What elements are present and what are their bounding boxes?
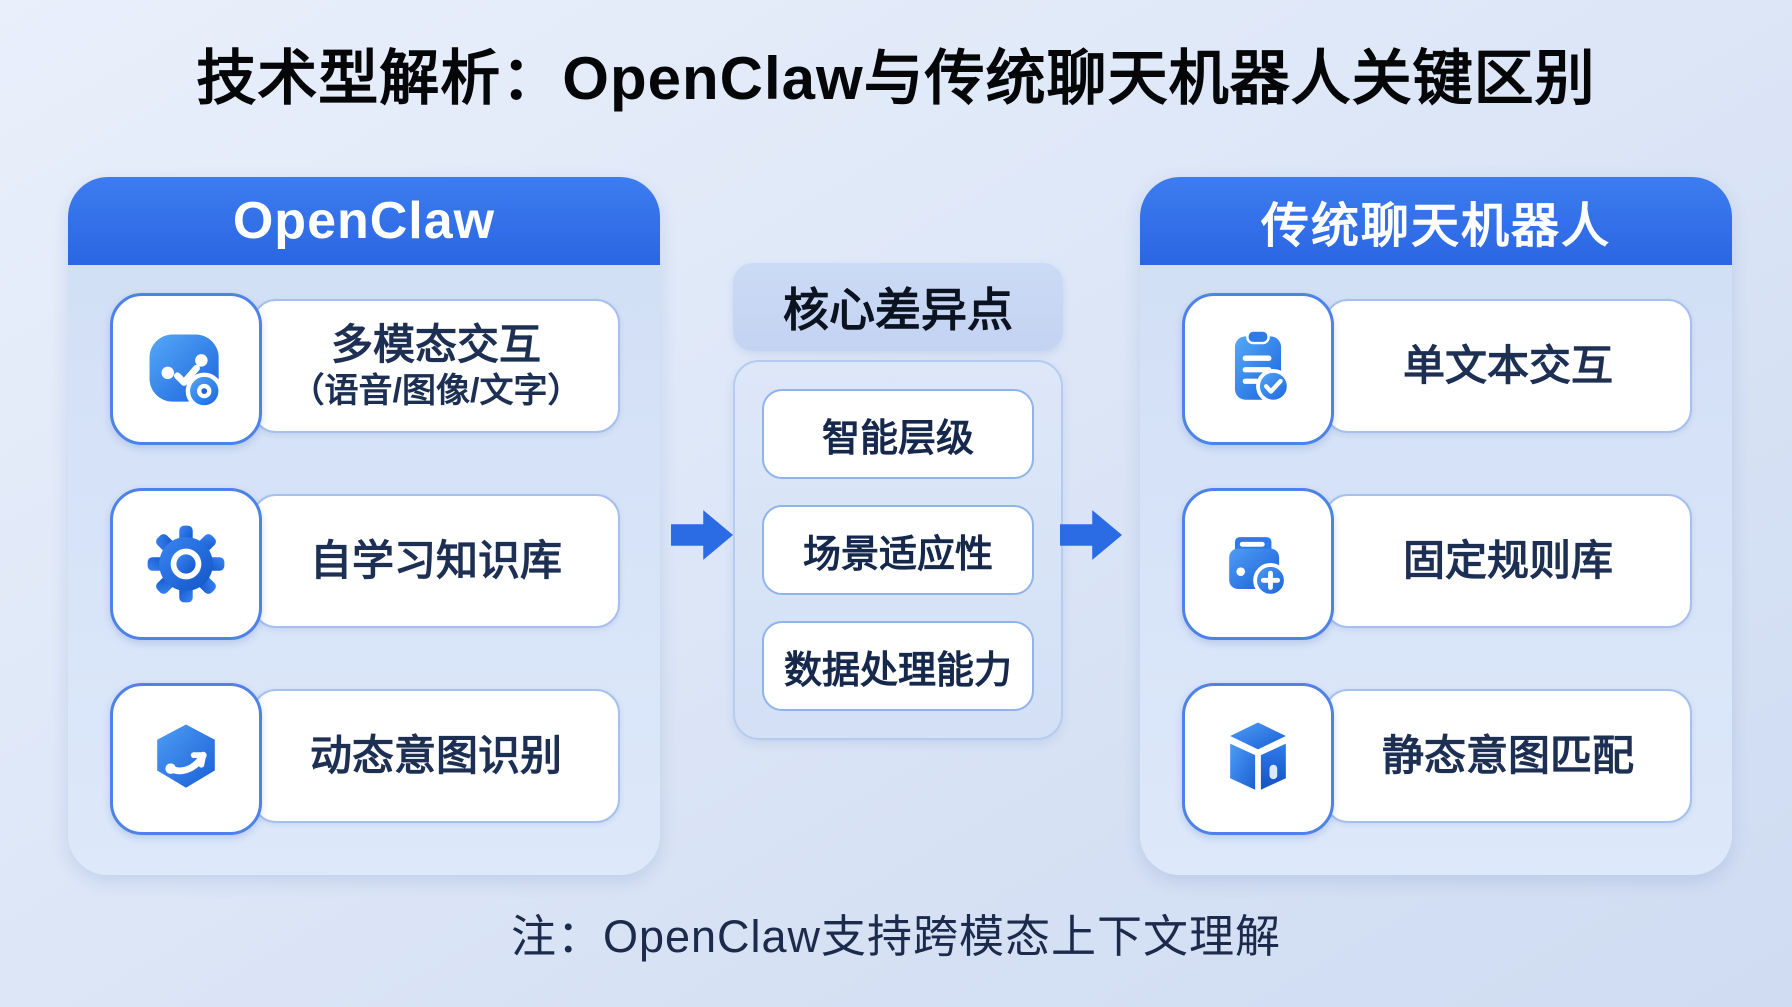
- difference-card: 智能层级: [762, 389, 1034, 479]
- feature-row-fixed-rules: 固定规则库: [1182, 488, 1692, 640]
- clipboard-check-icon: [1182, 293, 1334, 445]
- core-differences-title: 核心差异点: [733, 263, 1063, 351]
- core-differences-body: 智能层级 场景适应性 数据处理能力: [733, 360, 1063, 740]
- openclaw-panel-body: 多模态交互 （语音/图像/文字）: [68, 265, 660, 835]
- footnote: 注：OpenClaw支持跨模态上下文理解: [510, 911, 1282, 962]
- multimodal-analytics-icon: [110, 293, 262, 445]
- feature-card: 动态意图识别: [252, 689, 620, 823]
- feature-card: 固定规则库: [1324, 494, 1692, 628]
- feature-label: 单文本交互: [1402, 341, 1613, 389]
- feature-row-dynamic-intent: 动态意图识别: [110, 683, 620, 835]
- feature-card: 静态意图匹配: [1324, 689, 1692, 823]
- feature-card: 单文本交互: [1324, 299, 1692, 433]
- feature-card: 自学习知识库: [252, 494, 620, 628]
- feature-row-static-intent: 静态意图匹配: [1182, 683, 1692, 835]
- feature-row-single-text: 单文本交互: [1182, 293, 1692, 445]
- feature-row-multimodal: 多模态交互 （语音/图像/文字）: [110, 293, 620, 445]
- gear-icon: [110, 488, 262, 640]
- feature-card: 多模态交互 （语音/图像/文字）: [252, 299, 620, 433]
- feature-row-self-learning: 自学习知识库: [110, 488, 620, 640]
- feature-label: 自学习知识库: [309, 536, 562, 584]
- traditional-chatbot-panel: 传统聊天机器人 单: [1140, 177, 1732, 875]
- core-differences-panel: 核心差异点 智能层级 场景适应性 数据处理能力: [733, 263, 1063, 740]
- openclaw-panel-title: OpenClaw: [68, 177, 660, 265]
- folder-plus-icon: [1182, 488, 1334, 640]
- difference-card: 场景适应性: [762, 505, 1034, 595]
- feature-label: 静态意图匹配: [1381, 731, 1634, 779]
- traditional-chatbot-panel-body: 单文本交互 固定规则库: [1140, 265, 1732, 835]
- static-cube-icon: [1182, 683, 1334, 835]
- feature-label: 多模态交互: [330, 320, 541, 368]
- traditional-chatbot-panel-title: 传统聊天机器人: [1140, 177, 1732, 265]
- openclaw-panel: OpenClaw: [68, 177, 660, 875]
- feature-label: 固定规则库: [1402, 536, 1613, 584]
- page-title: 技术型解析：OpenClaw与传统聊天机器人关键区别: [196, 45, 1596, 112]
- center-to-right-arrow-icon: [1060, 510, 1122, 560]
- feature-label: 动态意图识别: [309, 731, 562, 779]
- difference-card: 数据处理能力: [762, 621, 1034, 711]
- left-to-center-arrow-icon: [671, 510, 733, 560]
- feature-sublabel: （语音/图像/文字）: [290, 371, 582, 410]
- dynamic-intent-box-icon: [110, 683, 262, 835]
